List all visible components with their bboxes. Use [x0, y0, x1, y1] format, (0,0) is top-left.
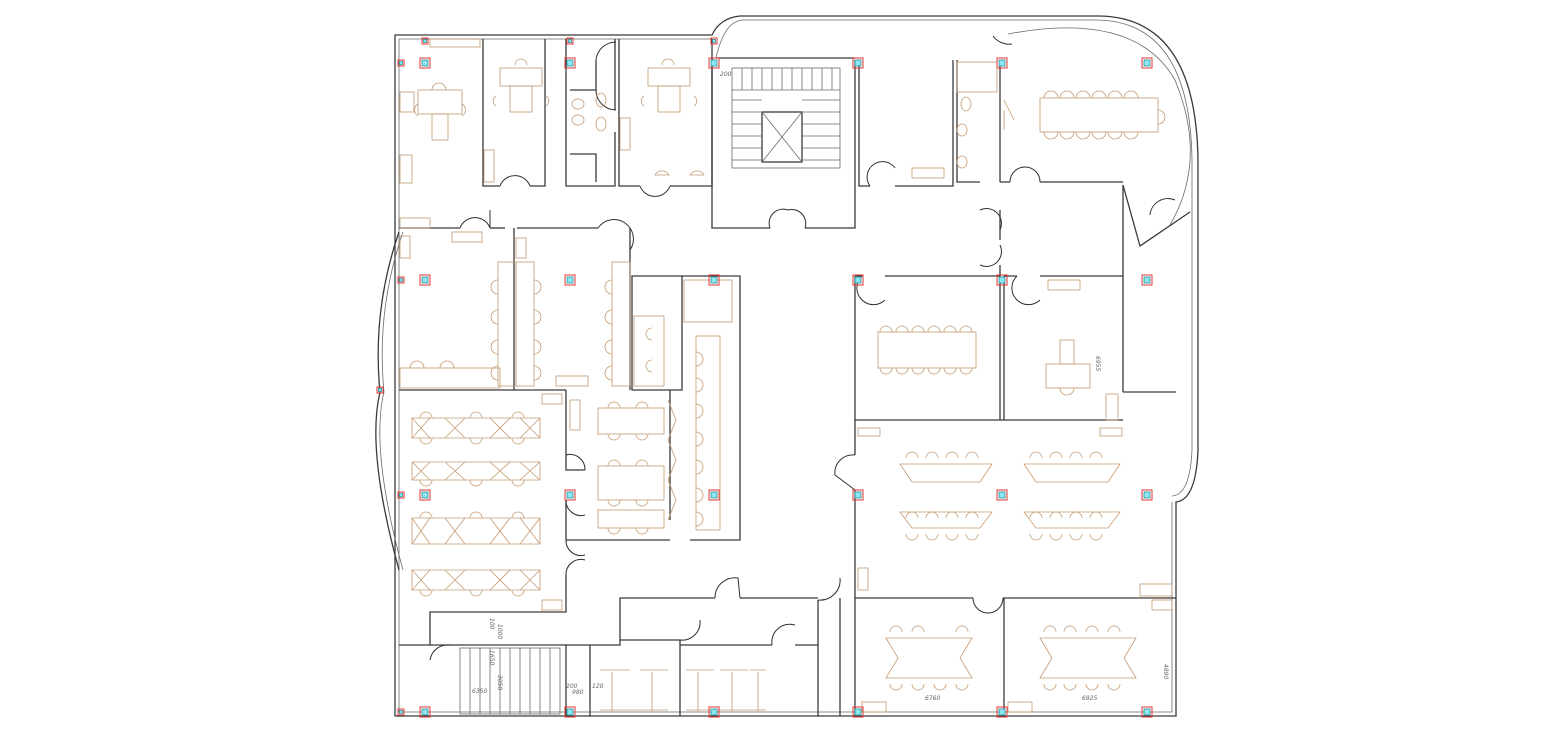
- column-marker: [397, 59, 405, 67]
- column-marker: [852, 274, 864, 286]
- column-marker: [1141, 274, 1153, 286]
- column-marker: [996, 706, 1008, 718]
- stair-main: [731, 67, 841, 169]
- column-core: [854, 491, 862, 499]
- column-core: [421, 276, 429, 284]
- column-marker: [419, 706, 431, 718]
- dimension-label: 6760: [925, 695, 940, 702]
- column-core: [1143, 276, 1151, 284]
- dimension-label: 100: [488, 618, 495, 630]
- dimension-label: 6955: [1094, 356, 1101, 371]
- column-marker: [1141, 489, 1153, 501]
- column-core: [1143, 59, 1151, 67]
- stair-secondary: [459, 647, 561, 715]
- column-core: [423, 39, 427, 43]
- dimension-label: 120: [592, 683, 604, 690]
- column-core: [421, 491, 429, 499]
- dimension-label: 6925: [1082, 695, 1097, 702]
- furniture: [399, 38, 1173, 713]
- column-marker: [419, 57, 431, 69]
- column-marker: [421, 37, 429, 45]
- column-core: [998, 491, 1006, 499]
- column-core: [421, 59, 429, 67]
- column-core: [998, 708, 1006, 716]
- column-core: [566, 276, 574, 284]
- dimension-labels: 200 6955 4890 6760 6925 6350 980 200 120…: [472, 71, 1169, 702]
- column-marker: [996, 274, 1008, 286]
- column-core: [399, 493, 403, 497]
- column-marker: [996, 489, 1008, 501]
- column-core: [399, 710, 403, 714]
- column-marker: [1141, 57, 1153, 69]
- column-core: [1143, 491, 1151, 499]
- dimension-label: 4890: [1162, 664, 1169, 679]
- column-marker: [708, 57, 720, 69]
- dimension-label: 200: [720, 71, 732, 78]
- dimension-label: 980: [572, 689, 584, 696]
- interior-walls: [399, 39, 1176, 716]
- column-marker: [397, 276, 405, 284]
- column-marker: [996, 57, 1008, 69]
- column-core: [710, 491, 718, 499]
- dimension-label: 1000: [496, 624, 503, 639]
- structural-columns: [376, 37, 1153, 718]
- column-marker: [852, 706, 864, 718]
- column-core: [712, 39, 716, 43]
- column-core: [1143, 708, 1151, 716]
- column-marker: [852, 57, 864, 69]
- column-marker: [708, 274, 720, 286]
- column-marker: [564, 274, 576, 286]
- column-marker: [419, 489, 431, 501]
- column-core: [566, 491, 574, 499]
- column-marker: [564, 706, 576, 718]
- column-marker: [708, 706, 720, 718]
- column-core: [998, 59, 1006, 67]
- column-core: [566, 708, 574, 716]
- column-marker: [852, 489, 864, 501]
- building-shell: [375, 15, 1199, 717]
- dimension-label: 1650: [488, 650, 495, 665]
- column-marker: [419, 274, 431, 286]
- column-core: [566, 59, 574, 67]
- column-core: [378, 388, 382, 392]
- column-core: [998, 276, 1006, 284]
- dimension-label: 6350: [472, 688, 487, 695]
- column-core: [399, 61, 403, 65]
- column-core: [854, 59, 862, 67]
- column-marker: [564, 489, 576, 501]
- column-core: [710, 276, 718, 284]
- column-core: [421, 708, 429, 716]
- column-core: [710, 59, 718, 67]
- column-core: [854, 708, 862, 716]
- dimension-label: 200: [566, 683, 578, 690]
- dimension-label: 3050: [496, 675, 503, 690]
- column-core: [399, 278, 403, 282]
- column-core: [710, 708, 718, 716]
- column-marker: [397, 708, 405, 716]
- column-marker: [564, 57, 576, 69]
- column-core: [854, 276, 862, 284]
- column-marker: [710, 37, 718, 45]
- column-marker: [566, 37, 574, 45]
- column-marker: [397, 491, 405, 499]
- column-core: [568, 39, 572, 43]
- column-marker: [1141, 706, 1153, 718]
- column-marker: [708, 489, 720, 501]
- column-marker: [376, 386, 384, 394]
